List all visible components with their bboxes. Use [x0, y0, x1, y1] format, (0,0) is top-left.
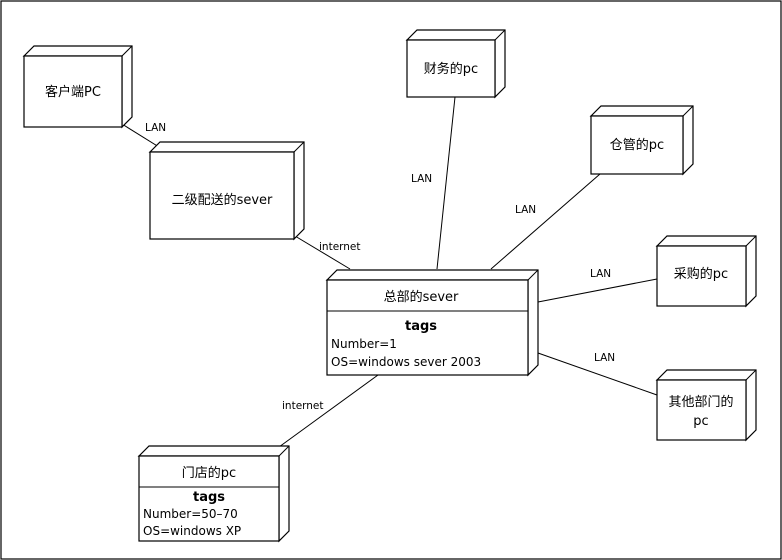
node-secondary-server-label: 二级配送的sever	[172, 192, 273, 208]
edge-other-hq[interactable]	[537, 352, 658, 396]
node-finance-pc-label: 财务的pc	[424, 61, 478, 77]
edge-finance-hq[interactable]	[436, 96, 456, 270]
edge-label-client-secondary: LAN	[145, 122, 166, 134]
edge-label-warehouse-hq: LAN	[515, 204, 536, 216]
connection-labels: LAN internet LAN LAN LAN LAN internet	[145, 122, 615, 412]
edge-secondary-hq[interactable]	[294, 235, 351, 270]
edge-store-hq[interactable]	[278, 374, 379, 448]
edge-label-secondary-hq: internet	[319, 241, 361, 253]
node-hq-server-tag-os: OS=windows sever 2003	[331, 355, 481, 369]
node-hq-server[interactable]: 总部的sever tags Number=1 OS=windows sever …	[325, 269, 539, 377]
node-warehouse-pc-label: 仓管的pc	[610, 137, 664, 153]
node-client-pc[interactable]: 客户端PC	[22, 45, 133, 129]
node-other-dept-pc-label-line1: 其他部门的	[668, 394, 733, 410]
edge-purchasing-hq[interactable]	[537, 278, 658, 303]
edge-label-store-hq: internet	[282, 400, 324, 412]
edge-label-finance-hq: LAN	[411, 173, 432, 185]
node-store-pc-tag-os: OS=windows XP	[143, 524, 241, 538]
node-store-pc-label: 门店的pc	[182, 465, 236, 481]
node-store-pc-tags-title: tags	[193, 490, 225, 505]
node-store-pc[interactable]: 门店的pc tags Number=50–70 OS=windows XP	[137, 445, 290, 543]
edge-label-purchasing-hq: LAN	[590, 268, 611, 280]
edge-label-other-hq: LAN	[594, 352, 615, 364]
node-hq-server-tag-number: Number=1	[331, 337, 397, 351]
node-hq-server-tags-title: tags	[405, 319, 437, 334]
node-secondary-server[interactable]: 二级配送的sever	[148, 141, 305, 241]
node-finance-pc[interactable]: 财务的pc	[405, 29, 506, 99]
node-client-pc-label: 客户端PC	[45, 84, 101, 100]
node-purchasing-pc[interactable]: 采购的pc	[655, 235, 757, 308]
edge-warehouse-hq[interactable]	[490, 173, 601, 270]
node-warehouse-pc[interactable]: 仓管的pc	[589, 105, 694, 176]
node-other-dept-pc-label-line2: pc	[693, 414, 708, 429]
node-purchasing-pc-label: 采购的pc	[674, 266, 728, 282]
node-other-dept-pc[interactable]: 其他部门的 pc	[655, 369, 757, 442]
node-store-pc-tag-number: Number=50–70	[143, 507, 238, 521]
node-hq-server-label: 总部的sever	[384, 289, 459, 305]
